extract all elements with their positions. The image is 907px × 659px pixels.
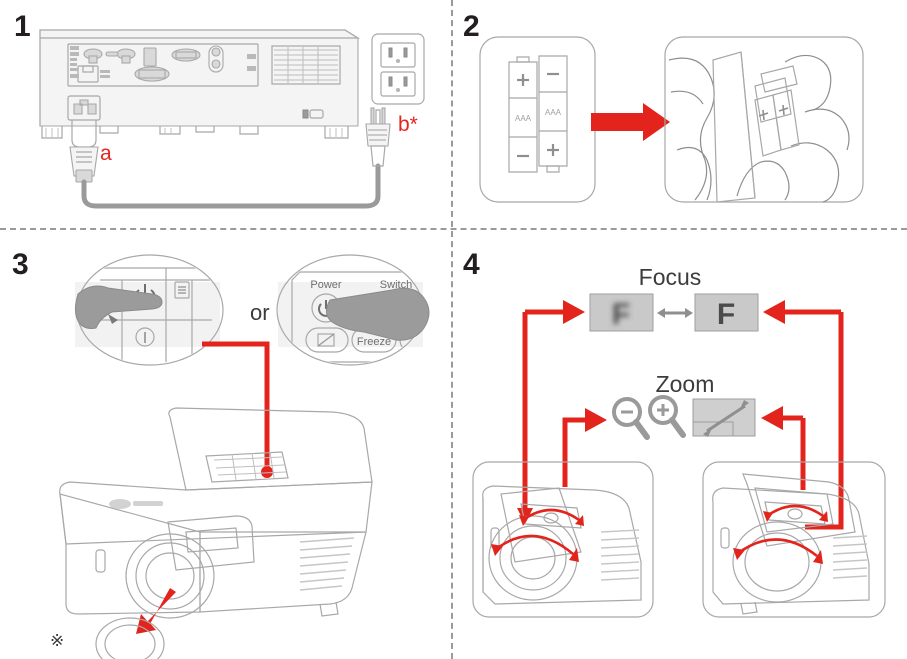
focus-sharp-sample: F (694, 293, 759, 332)
keypad-callout-bubble (74, 254, 224, 366)
zoom-lever-rotate (519, 508, 584, 526)
kensington-lock-slot (302, 109, 324, 119)
reference-mark: ※ (50, 631, 64, 650)
screen-resize-icon (692, 398, 756, 437)
focus-ring-rotate-right (733, 538, 823, 564)
horizontal-divider (0, 228, 907, 230)
zoom-lever-rotate-right (763, 504, 828, 522)
projector-top-keypad (205, 451, 289, 483)
pointing-hand-cursor-remote (326, 287, 430, 341)
vertical-divider (451, 0, 453, 659)
step-3-panel: 3 (0, 232, 451, 659)
projector-focus-ring-view (482, 485, 642, 605)
power-plug-b (365, 107, 391, 167)
zoom-heading: Zoom (656, 371, 715, 397)
or-conjunction: or (250, 300, 270, 325)
step-2-panel: 2 AAA (455, 0, 907, 228)
focus-sharp-glyph: F (717, 298, 735, 331)
step-4-panel: 4 Focus F F Zoom (455, 232, 907, 659)
projector-focus-ring-card (472, 461, 654, 618)
magnifier-minus-icon (612, 397, 650, 440)
exhaust-vent-grille (271, 45, 341, 85)
remote-label-freeze: Freeze (357, 336, 391, 348)
projector-rear-io-panel (39, 29, 361, 139)
label-a: a (100, 142, 112, 165)
step-2-illustration: AAA AAA (479, 36, 864, 203)
battery-left: AAA (508, 56, 538, 173)
step-4-illustration: Focus F F Zoom (472, 264, 886, 618)
menu-icon (174, 281, 190, 299)
focus-heading: Focus (639, 264, 702, 290)
red-routing-arrows (517, 300, 844, 530)
step-1-number: 1 (14, 10, 31, 43)
vent-slats (299, 537, 355, 591)
hand-holding-remote (668, 51, 850, 203)
power-cord-connector-a (69, 120, 381, 209)
focus-link-arrow (657, 308, 693, 318)
projector-lens-top-card (702, 461, 886, 618)
red-right-arrow (591, 103, 670, 141)
step-3-number: 3 (12, 248, 29, 281)
blank-screen-icon (305, 327, 349, 353)
step-1-illustration: a b* (39, 29, 425, 209)
pointing-hand-cursor (74, 285, 163, 329)
lens-cap-removal (95, 588, 176, 659)
label-b-star: b* (398, 113, 418, 136)
battery-right: AAA (538, 55, 568, 173)
info-icon (135, 327, 155, 347)
wall-outlet-duplex (371, 33, 425, 105)
magnifier-plus-icon (648, 395, 686, 438)
step-4-number: 4 (463, 248, 480, 281)
focus-blurred-glyph: F (612, 298, 630, 331)
remote-label-power: Power (310, 279, 342, 291)
projector-three-quarter-view (59, 407, 373, 619)
step-2-number: 2 (463, 10, 480, 43)
red-callout-line-to-keypad (202, 341, 273, 478)
projector-lens-top-view (712, 473, 870, 615)
iec-c14-inlet (67, 95, 101, 121)
brand-mark (109, 499, 163, 509)
step-1-panel: 1 (0, 0, 451, 228)
focus-blurred-sample: F (589, 293, 654, 332)
step-3-illustration: or Power Switch (50, 254, 430, 659)
hand-remote-card (664, 36, 864, 203)
battery-left-label: AAA (515, 114, 532, 123)
focus-ring-rotate (491, 534, 579, 562)
battery-right-label: AAA (545, 108, 562, 117)
